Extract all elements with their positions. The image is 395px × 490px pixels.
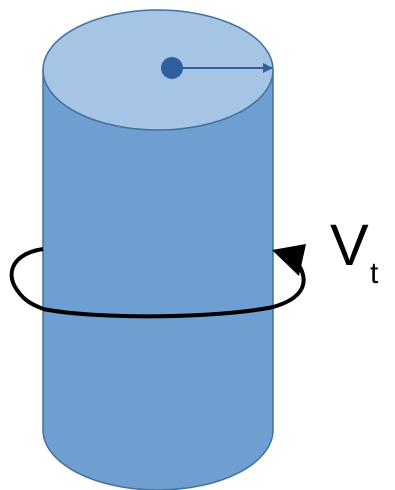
cylinder-top bbox=[42, 9, 274, 131]
velocity-label-main: V bbox=[330, 213, 369, 278]
rotation-loop-front bbox=[42, 305, 274, 319]
center-dot-icon bbox=[161, 57, 183, 79]
cylinder-body bbox=[42, 69, 274, 490]
rotation-arrow-icon bbox=[272, 244, 306, 276]
rotation-loop-left bbox=[9, 247, 45, 311]
velocity-label-subscript: t bbox=[370, 257, 379, 290]
